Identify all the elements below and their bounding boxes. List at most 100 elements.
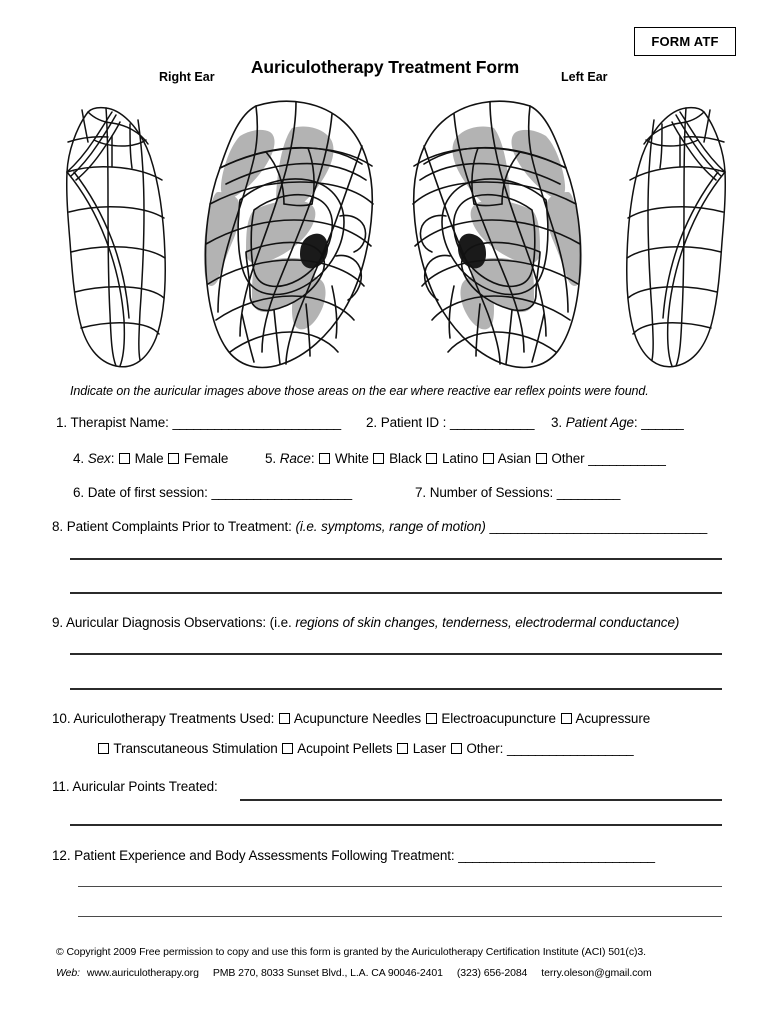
patient-complaints-rule-2[interactable] xyxy=(70,592,722,594)
right-ear-frontal-diagram[interactable] xyxy=(196,88,386,380)
therapist-name-input[interactable]: ________________________ xyxy=(172,415,341,430)
q2-number: 2. xyxy=(366,415,378,430)
label-race-asian: Asian xyxy=(497,451,531,466)
checkbox-acupressure[interactable] xyxy=(560,713,572,724)
checkbox-race-black[interactable] xyxy=(373,453,385,464)
q9-label: Auricular Diagnosis Observations: xyxy=(65,615,267,630)
label-race-latino: Latino xyxy=(441,451,479,466)
mailing-address: PMB 270, 8033 Sunset Blvd., L.A. CA 9004… xyxy=(212,967,443,979)
q11-label: Auricular Points Treated: xyxy=(72,779,218,794)
auricular-diagnosis-rule-1[interactable] xyxy=(70,653,722,655)
q11-number: 11. xyxy=(52,779,70,794)
field-patient-age: 3. Patient Age: ______ xyxy=(551,415,684,430)
number-of-sessions-input[interactable]: _________ xyxy=(556,485,621,500)
q4-number: 4. xyxy=(73,451,85,466)
treatment-other-input[interactable]: __________________ xyxy=(506,741,634,756)
q12-number: 12. xyxy=(52,848,71,863)
q3-number: 3. xyxy=(551,415,563,430)
field-therapist-name: 1. Therapist Name: _____________________… xyxy=(56,415,341,430)
checkbox-race-asian[interactable] xyxy=(482,453,494,464)
label-transcutaneous-stimulation: Transcutaneous Stimulation xyxy=(113,741,278,756)
race-other-input[interactable]: ___________ xyxy=(588,451,666,466)
q8-number: 8. xyxy=(52,519,64,534)
checkbox-sex-female[interactable] xyxy=(168,453,180,464)
q3-colon: : xyxy=(633,415,638,430)
form-code-label: FORM ATF xyxy=(651,34,719,49)
q9-hint-plain: (i.e. xyxy=(269,615,292,630)
checkbox-acupoint-pellets[interactable] xyxy=(282,743,294,754)
field-patient-complaints: 8. Patient Complaints Prior to Treatment… xyxy=(52,519,707,534)
q5-number: 5. xyxy=(265,451,277,466)
q7-number: 7. xyxy=(415,485,427,500)
right-ear-posterior-diagram[interactable] xyxy=(54,88,184,380)
field-auricular-diagnosis: 9. Auricular Diagnosis Observations: (i.… xyxy=(52,615,679,630)
patient-experience-rule-1[interactable] xyxy=(78,886,722,888)
auricular-diagram-group xyxy=(48,88,748,380)
q1-number: 1. xyxy=(56,415,68,430)
diagram-instruction: Indicate on the auricular images above t… xyxy=(70,384,649,398)
label-acupoint-pellets: Acupoint Pellets xyxy=(297,741,393,756)
label-laser: Laser xyxy=(412,741,447,756)
left-ear-posterior-diagram[interactable] xyxy=(608,88,738,380)
web-url[interactable]: www.auriculotherapy.org xyxy=(86,967,199,979)
field-sex: 4. Sex: Male Female xyxy=(73,451,228,466)
q4-colon: : xyxy=(110,451,115,466)
left-ear-label: Left Ear xyxy=(561,70,608,84)
q8-label: Patient Complaints Prior to Treatment: xyxy=(66,519,292,534)
q9-number: 9. xyxy=(52,615,64,630)
checkbox-acupuncture-needles[interactable] xyxy=(278,713,290,724)
q4-label: Sex xyxy=(87,451,111,466)
checkbox-race-other[interactable] xyxy=(535,453,547,464)
q2-label: Patient ID : xyxy=(380,415,447,430)
web-label: Web: xyxy=(56,967,80,979)
patient-experience-input[interactable]: ____________________________ xyxy=(458,848,655,863)
q7-label: Number of Sessions: xyxy=(429,485,554,500)
field-auricular-points-treated: 11. Auricular Points Treated: xyxy=(52,779,218,794)
field-treatments-used: 10. Auriculotherapy Treatments Used: Acu… xyxy=(52,711,650,726)
form-code-badge: FORM ATF xyxy=(634,27,736,56)
copyright-line: © Copyright 2009 Free permission to copy… xyxy=(56,946,646,958)
label-electroacupuncture: Electroacupuncture xyxy=(441,711,556,726)
field-patient-id: 2. Patient ID : ____________ xyxy=(366,415,535,430)
email-address[interactable]: terry.oleson@gmail.com xyxy=(541,967,652,979)
checkbox-electroacupuncture[interactable] xyxy=(425,713,437,724)
checkbox-transcutaneous-stimulation[interactable] xyxy=(98,743,109,754)
field-number-of-sessions: 7. Number of Sessions: _________ xyxy=(415,485,620,500)
checkbox-treatment-other[interactable] xyxy=(450,743,462,754)
patient-id-input[interactable]: ____________ xyxy=(449,415,535,430)
page-title: Auriculotherapy Treatment Form xyxy=(250,57,520,77)
right-ear-label: Right Ear xyxy=(159,70,215,84)
q12-label: Patient Experience and Body Assessments … xyxy=(74,848,455,863)
auricular-points-rule-1[interactable] xyxy=(240,799,722,801)
q5-colon: : xyxy=(310,451,315,466)
q10-label: Auriculotherapy Treatments Used: xyxy=(73,711,275,726)
first-session-date-input[interactable]: ____________________ xyxy=(211,485,352,500)
field-race: 5. Race: White Black Latino Asian Other … xyxy=(265,451,666,466)
patient-age-input[interactable]: ______ xyxy=(641,415,684,430)
phone-number: (323) 656-2084 xyxy=(456,967,528,979)
patient-complaints-rule-1[interactable] xyxy=(70,558,722,560)
checkbox-laser[interactable] xyxy=(397,743,409,754)
contact-line: Web: www.auriculotherapy.org PMB 270, 8033… xyxy=(56,967,652,979)
q10-number: 10. xyxy=(52,711,71,726)
left-ear-frontal-diagram[interactable] xyxy=(400,88,590,380)
checkbox-race-white[interactable] xyxy=(319,453,331,464)
label-acupuncture-needles: Acupuncture Needles xyxy=(293,711,422,726)
label-sex-female: Female xyxy=(183,451,229,466)
checkbox-race-latino[interactable] xyxy=(426,453,438,464)
auricular-points-rule-2[interactable] xyxy=(70,824,722,826)
field-patient-experience: 12. Patient Experience and Body Assessme… xyxy=(52,848,655,863)
label-sex-male: Male xyxy=(134,451,164,466)
q6-label: Date of first session: xyxy=(87,485,208,500)
field-first-session-date: 6. Date of first session: ______________… xyxy=(73,485,352,500)
label-treatment-other: Other: xyxy=(466,741,504,756)
label-race-other: Other xyxy=(551,451,585,466)
checkbox-sex-male[interactable] xyxy=(119,453,130,464)
field-treatments-used-row2: Transcutaneous Stimulation Acupoint Pell… xyxy=(97,741,634,756)
patient-experience-rule-2[interactable] xyxy=(78,916,722,918)
auricular-diagnosis-rule-2[interactable] xyxy=(70,688,722,690)
patient-complaints-input[interactable]: _______________________________ xyxy=(489,519,707,534)
q8-hint: (i.e. symptoms, range of motion) xyxy=(295,519,486,534)
q9-hint-italic: regions of skin changes, tenderness, ele… xyxy=(295,615,680,630)
label-acupressure: Acupressure xyxy=(575,711,651,726)
